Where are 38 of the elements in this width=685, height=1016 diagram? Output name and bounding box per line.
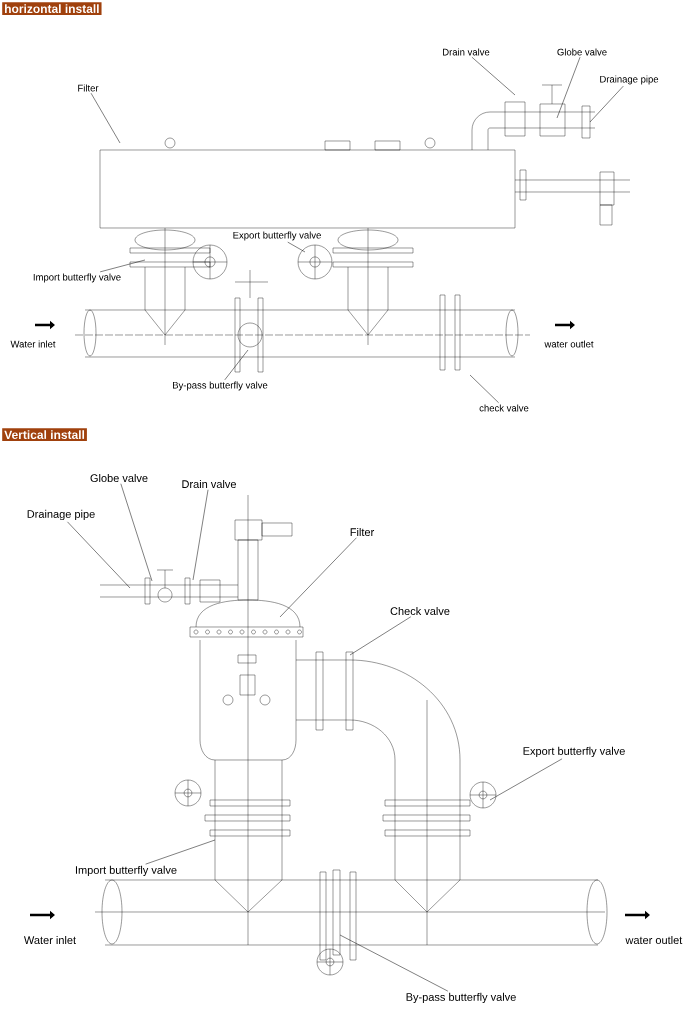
- section-banner: horizontal install: [2, 2, 102, 15]
- leader-line: [224, 349, 249, 381]
- leader-line: [339, 934, 449, 992]
- leader-line: [469, 374, 499, 404]
- leader-line: [556, 56, 581, 119]
- callout-label: Drain valve: [180, 478, 238, 490]
- leader-line: [279, 537, 357, 618]
- leader-line: [145, 839, 216, 865]
- callout-label: Export butterfly valve: [231, 230, 323, 242]
- callout-label: Drain valve: [440, 47, 492, 57]
- section-banner: Vertical install: [2, 428, 87, 441]
- flow-label: Water inlet: [22, 934, 78, 946]
- leader-line: [589, 85, 624, 123]
- leader-line: [471, 56, 516, 96]
- callout-label: Import butterfly valve: [73, 864, 179, 878]
- callout-label: By-pass butterfly valve: [170, 380, 270, 392]
- callout-label: Import butterfly valve: [31, 272, 123, 284]
- leader-line: [120, 483, 153, 582]
- callout-label: Globe valve: [555, 47, 609, 57]
- flow-label: water outlet: [623, 934, 684, 946]
- flow-label: Water inlet: [8, 339, 58, 349]
- callout-label: Filter: [348, 526, 376, 538]
- flow-label: water outlet: [542, 339, 596, 349]
- leader-line: [349, 616, 412, 656]
- leader-line: [90, 92, 121, 144]
- leader-line: [99, 259, 146, 273]
- leader-line: [192, 489, 209, 581]
- callout-label: Export butterfly valve: [521, 745, 627, 759]
- leader-line: [67, 521, 131, 589]
- callout-label: Globe valve: [88, 472, 150, 484]
- leader-line: [287, 241, 306, 253]
- callout-label: By-pass butterfly valve: [404, 991, 518, 1005]
- callout-label: check valve: [477, 403, 531, 413]
- callout-label: Filter: [75, 83, 101, 93]
- callout-label: Drainage pipe: [25, 508, 97, 522]
- callout-label: Drainage pipe: [597, 74, 661, 86]
- callout-label: Check valve: [388, 605, 452, 617]
- leader-line: [489, 758, 563, 801]
